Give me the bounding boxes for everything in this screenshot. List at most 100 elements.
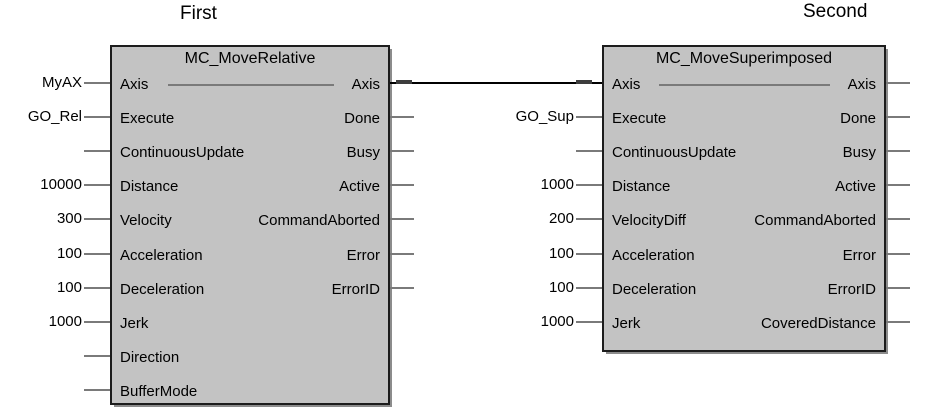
output-stub-error — [886, 252, 910, 255]
operand-value-axis[interactable]: MyAX — [41, 74, 82, 91]
operand-value-deceleration[interactable]: 100 — [56, 278, 82, 296]
input-stub-direction — [84, 354, 110, 357]
block-instance-title-second: Second — [803, 1, 868, 22]
operand-value-velocitydiff[interactable]: 200 — [548, 210, 574, 228]
input-pin-label: Deceleration — [120, 280, 205, 298]
block-title: MC_MoveRelative — [184, 50, 316, 67]
wire-end-mark-right — [576, 80, 592, 84]
operand-value-acceleration[interactable]: 100 — [548, 244, 574, 262]
block-title: MC_MoveSuperimposed — [655, 50, 833, 67]
pin-row-axis: Axis Axis — [112, 74, 388, 96]
input-pin-label: Execute — [612, 110, 667, 128]
input-pin-label: BufferMode — [120, 382, 198, 400]
operand-value-deceleration[interactable]: 100 — [548, 278, 574, 296]
input-pin-label: Axis — [612, 76, 641, 93]
operand-value-jerk[interactable]: 1000 — [48, 312, 82, 330]
output-stub-done — [886, 116, 910, 119]
input-pin-label: Axis — [120, 76, 149, 93]
input-pin-label: Deceleration — [612, 280, 697, 298]
pin-row-acceleration: Acceleration Error — [604, 245, 884, 267]
operand-value-acceleration[interactable]: 100 — [56, 244, 82, 262]
input-stub-jerk — [576, 320, 602, 323]
operand-value-jerk[interactable]: 1000 — [540, 312, 574, 330]
output-pin-label: CommandAborted — [754, 212, 876, 230]
input-stub-distance — [84, 184, 110, 187]
output-pin-label: Axis — [847, 76, 876, 93]
pin-row-velocitydiff: VelocityDiff CommandAborted — [604, 210, 884, 232]
input-pin-label: Jerk — [120, 314, 149, 332]
operand-value-execute[interactable]: GO_Rel — [27, 108, 82, 126]
input-pin-label: ContinuousUpdate — [612, 144, 737, 162]
pin-row-deceleration: Deceleration ErrorID — [112, 279, 388, 301]
pin-row-distance: Distance Active — [604, 176, 884, 198]
input-stub-distance — [576, 184, 602, 187]
output-stub-busy — [390, 150, 414, 153]
input-stub-buffermode — [84, 388, 110, 391]
input-pin-label: Acceleration — [612, 246, 695, 264]
output-pin-label: Done — [344, 110, 380, 128]
output-pin-label: Active — [835, 178, 876, 196]
output-stub-commandaborted — [886, 218, 910, 221]
output-stub-errorid — [886, 286, 910, 289]
input-stub-acceleration — [576, 252, 602, 255]
input-pin-label: ContinuousUpdate — [120, 144, 245, 162]
output-pin-label: Error — [346, 246, 380, 264]
input-stub-execute — [576, 116, 602, 119]
pin-row-buffermode: BufferMode — [112, 381, 388, 403]
block-instance-title-first: First — [180, 3, 217, 24]
output-stub-errorid — [390, 286, 414, 289]
output-stub-active — [390, 184, 414, 187]
pin-row-jerk: Jerk — [112, 313, 388, 335]
pin-row-continuousupdate: ContinuousUpdate Busy — [112, 142, 388, 164]
pin-row-execute: Execute Done — [604, 108, 884, 130]
pin-row-execute: Execute Done — [112, 108, 388, 130]
wire-end-mark-left — [396, 80, 412, 84]
pin-row-deceleration: Deceleration ErrorID — [604, 279, 884, 301]
input-pin-label: Execute — [120, 110, 175, 128]
output-stub-busy — [886, 150, 910, 153]
input-stub-continuousupdate — [84, 150, 110, 153]
input-stub-continuousupdate — [576, 150, 602, 153]
output-pin-label: Busy — [346, 144, 380, 162]
output-pin-label: Done — [840, 110, 876, 128]
output-stub-axis — [886, 82, 910, 84]
input-pin-label: Distance — [612, 178, 671, 196]
input-stub-acceleration — [84, 252, 110, 255]
input-pin-label: Direction — [120, 348, 180, 366]
input-stub-deceleration — [84, 286, 110, 289]
operand-value-velocity[interactable]: 300 — [56, 210, 82, 228]
input-pin-label: Distance — [120, 178, 179, 196]
output-pin-label: Error — [842, 246, 876, 264]
axis-connection-wire[interactable] — [390, 82, 602, 84]
input-stub-deceleration — [576, 286, 602, 289]
input-pin-label: Jerk — [612, 314, 641, 332]
operand-value-distance[interactable]: 1000 — [540, 176, 574, 194]
output-stub-done — [390, 116, 414, 119]
output-stub-covereddistance — [886, 320, 910, 323]
pin-row-axis: Axis Axis — [604, 74, 884, 96]
pin-row-jerk: Jerk CoveredDistance — [604, 313, 884, 335]
input-pin-label: Velocity — [120, 212, 172, 230]
output-stub-error — [390, 252, 414, 255]
output-pin-label: ErrorID — [827, 280, 876, 298]
input-pin-label: VelocityDiff — [612, 212, 686, 230]
operand-value-execute[interactable]: GO_Sup — [515, 108, 574, 126]
pin-row-direction: Direction — [112, 347, 388, 369]
output-pin-label: ErrorID — [331, 280, 380, 298]
pin-row-velocity: Velocity CommandAborted — [112, 210, 388, 232]
output-stub-active — [886, 184, 910, 187]
output-pin-label: Axis — [351, 76, 380, 93]
input-stub-axis — [84, 82, 110, 84]
output-pin-label: CoveredDistance — [760, 314, 876, 332]
output-stub-commandaborted — [390, 218, 414, 221]
inout-connection-line — [659, 84, 830, 86]
input-stub-jerk — [84, 320, 110, 323]
operand-value-distance[interactable]: 10000 — [40, 176, 82, 194]
input-stub-velocitydiff — [576, 218, 602, 221]
inout-connection-line — [168, 84, 334, 86]
input-stub-velocity — [84, 218, 110, 221]
output-pin-label: CommandAborted — [258, 212, 380, 230]
